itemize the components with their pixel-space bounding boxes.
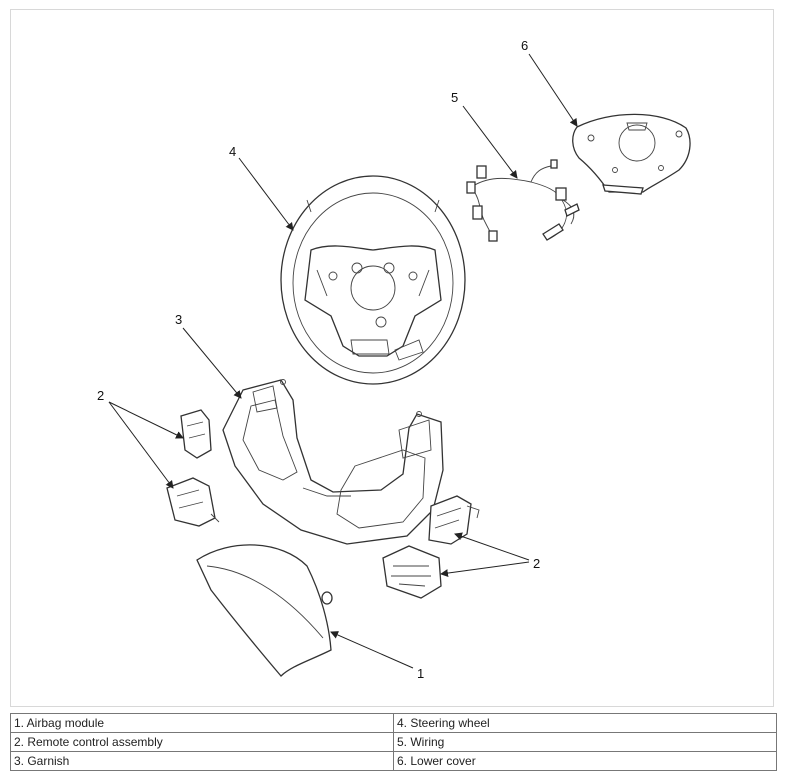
- leader-lines: [108, 53, 578, 669]
- remote-control-right-upper: [428, 495, 480, 545]
- legend-cell: 5. Wiring: [393, 732, 777, 752]
- exploded-diagram: 6 5 4 3 2 2 1: [97, 38, 691, 681]
- airbag-module-part: [196, 544, 333, 677]
- legend-row: 1. Airbag module 4. Steering wheel: [10, 713, 777, 733]
- garnish-part: [222, 379, 444, 545]
- legend-cell: 4. Steering wheel: [393, 713, 777, 733]
- remote-control-left-upper: [180, 409, 212, 459]
- remote-control-left-lower: [166, 477, 220, 527]
- parts-legend-table: 1. Airbag module 4. Steering wheel 2. Re…: [10, 713, 777, 771]
- legend-row: 2. Remote control assembly 5. Wiring: [10, 732, 777, 752]
- remote-control-right-lower: [382, 545, 442, 599]
- steering-wheel-part: [280, 175, 466, 385]
- callout-1: 1: [417, 666, 424, 681]
- legend-cell: 2. Remote control assembly: [10, 732, 394, 752]
- callout-2-left: 2: [97, 388, 104, 403]
- exploded-diagram-frame: 6 5 4 3 2 2 1: [10, 9, 774, 707]
- legend-cell: 6. Lower cover: [393, 751, 777, 771]
- callout-5: 5: [451, 90, 458, 105]
- legend-cell: 3. Garnish: [10, 751, 394, 771]
- legend-cell: 1. Airbag module: [10, 713, 394, 733]
- callout-6: 6: [521, 38, 528, 53]
- wiring-part: [466, 159, 580, 242]
- callout-3: 3: [175, 312, 182, 327]
- callout-2-right: 2: [533, 556, 540, 571]
- callout-4: 4: [229, 144, 236, 159]
- lower-cover-part: [572, 113, 691, 195]
- legend-row: 3. Garnish 6. Lower cover: [10, 751, 777, 771]
